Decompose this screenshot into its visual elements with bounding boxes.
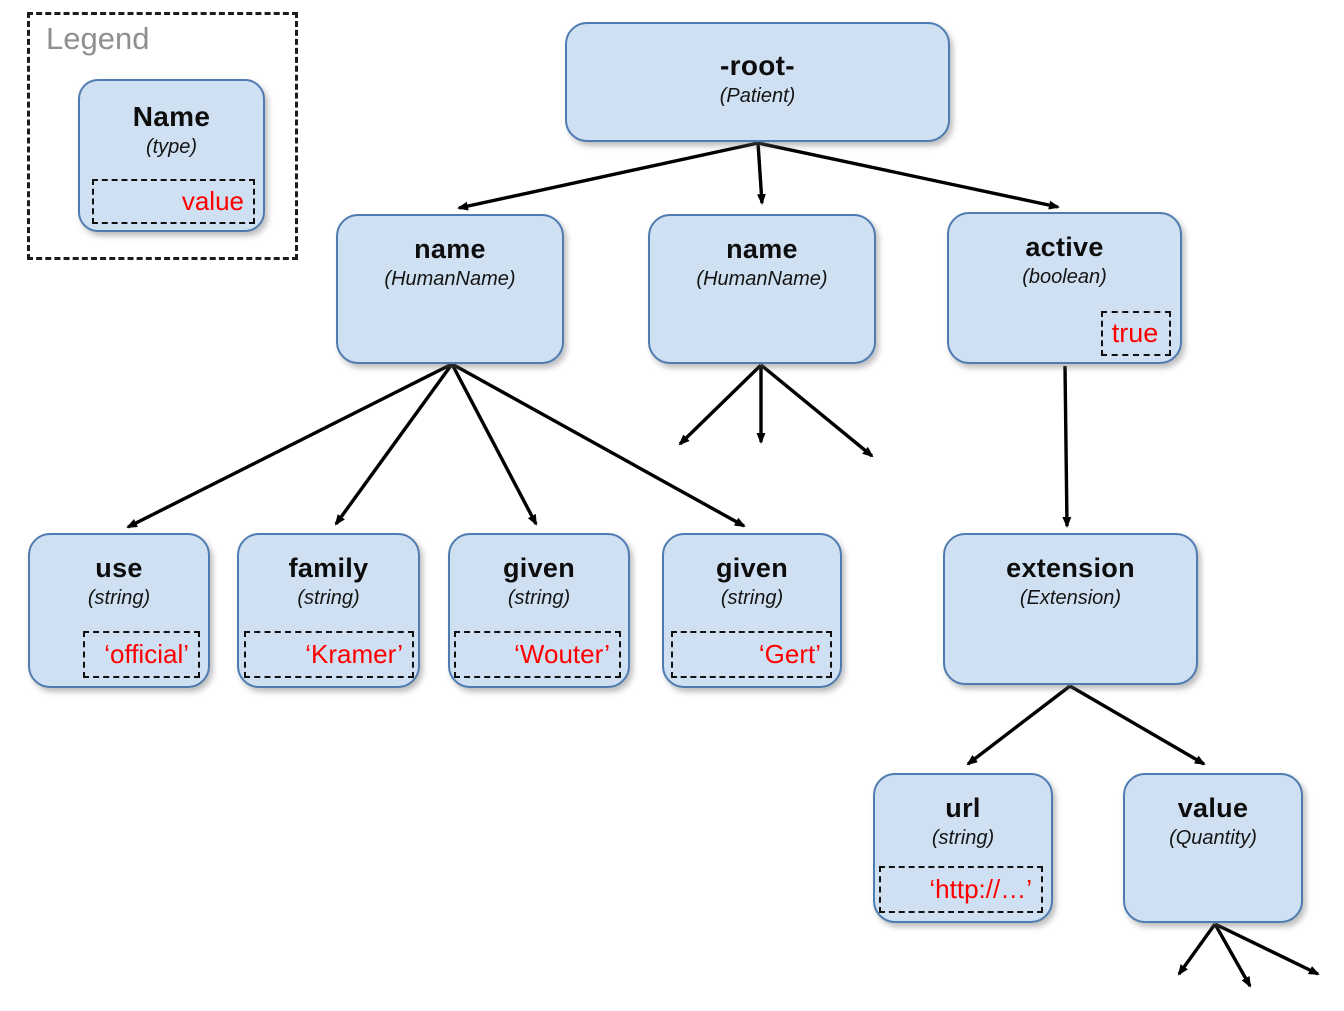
legend-title: Legend xyxy=(46,21,150,56)
edge-value-truncated-1 xyxy=(1177,923,1217,976)
node-given-1-type: (string) xyxy=(507,587,571,609)
node-name-2-label: name xyxy=(726,234,798,264)
edge-root-name1 xyxy=(457,141,759,211)
node-url: url (string) ‘http://…’ xyxy=(873,773,1053,923)
edge-extension-value xyxy=(1069,684,1206,766)
node-root-type: (Patient) xyxy=(719,85,796,107)
node-name-1: name (HumanName) xyxy=(336,214,564,364)
edge-name2-truncated-1 xyxy=(678,363,763,446)
edge-root-active xyxy=(757,141,1060,210)
node-name-1-label: name xyxy=(414,234,486,264)
node-use-value-box: ‘official’ xyxy=(83,631,200,678)
node-active: active (boolean) true xyxy=(947,212,1182,364)
node-active-value-box: true xyxy=(1101,311,1171,356)
node-given-2-value-box: ‘Gert’ xyxy=(671,631,832,678)
node-use-type: (string) xyxy=(87,587,151,609)
edge-value-truncated-3 xyxy=(1214,922,1320,976)
node-given-1-value: ‘Wouter’ xyxy=(514,639,610,669)
node-use-value: ‘official’ xyxy=(104,639,189,669)
edge-active-extension xyxy=(1062,365,1072,528)
node-url-value-box: ‘http://…’ xyxy=(879,866,1043,913)
node-extension-type: (Extension) xyxy=(1019,587,1122,609)
edge-name1-use xyxy=(126,362,453,529)
node-given-2-label: given xyxy=(715,553,789,583)
node-given-2-type: (string) xyxy=(720,587,784,609)
edge-name1-family xyxy=(334,363,454,526)
node-family: family (string) ‘Kramer’ xyxy=(237,533,420,688)
node-value-label: value xyxy=(1177,793,1249,823)
node-use: use (string) ‘official’ xyxy=(28,533,210,688)
node-extension: extension (Extension) xyxy=(943,533,1198,685)
node-name-1-type: (HumanName) xyxy=(384,268,516,290)
node-active-label: active xyxy=(1025,232,1104,262)
node-value-type: (Quantity) xyxy=(1169,827,1257,849)
node-url-value: ‘http://…’ xyxy=(929,874,1032,904)
node-use-label: use xyxy=(95,553,143,583)
node-given-1-value-box: ‘Wouter’ xyxy=(454,631,621,678)
node-given-1-label: given xyxy=(502,553,576,583)
legend-sample-node: Name (type) value xyxy=(78,79,265,232)
edge-name1-given1 xyxy=(450,363,538,526)
node-family-label: family xyxy=(288,553,369,583)
node-given-2: given (string) ‘Gert’ xyxy=(662,533,842,688)
edge-name1-given2 xyxy=(451,362,746,528)
node-family-type: (string) xyxy=(297,587,360,609)
edge-name2-truncated-3 xyxy=(759,363,874,458)
node-name-2-type: (HumanName) xyxy=(696,268,828,290)
legend-box: Legend Name (type) value xyxy=(27,12,298,260)
edge-root-name2 xyxy=(756,142,766,205)
edge-value-truncated-2 xyxy=(1213,923,1252,988)
legend-sample-label: Name xyxy=(132,101,211,132)
node-url-label: url xyxy=(945,793,981,823)
node-given-2-value: ‘Gert’ xyxy=(758,639,821,669)
node-family-value-box: ‘Kramer’ xyxy=(244,631,414,678)
node-value: value (Quantity) xyxy=(1123,773,1303,923)
legend-sample-value: value xyxy=(181,186,244,216)
node-extension-label: extension xyxy=(1006,553,1135,583)
node-root-label: -root- xyxy=(720,50,795,81)
node-active-type: (boolean) xyxy=(1022,266,1107,288)
legend-sample-type: (type) xyxy=(145,136,198,158)
legend-sample-value-box: value xyxy=(92,179,255,224)
node-family-value: ‘Kramer’ xyxy=(305,639,403,669)
node-name-2: name (HumanName) xyxy=(648,214,876,364)
node-root: -root- (Patient) xyxy=(565,22,950,142)
node-url-type: (string) xyxy=(931,827,995,849)
edge-extension-url xyxy=(966,684,1072,766)
node-given-1: given (string) ‘Wouter’ xyxy=(448,533,630,688)
node-active-value: true xyxy=(1111,318,1159,348)
